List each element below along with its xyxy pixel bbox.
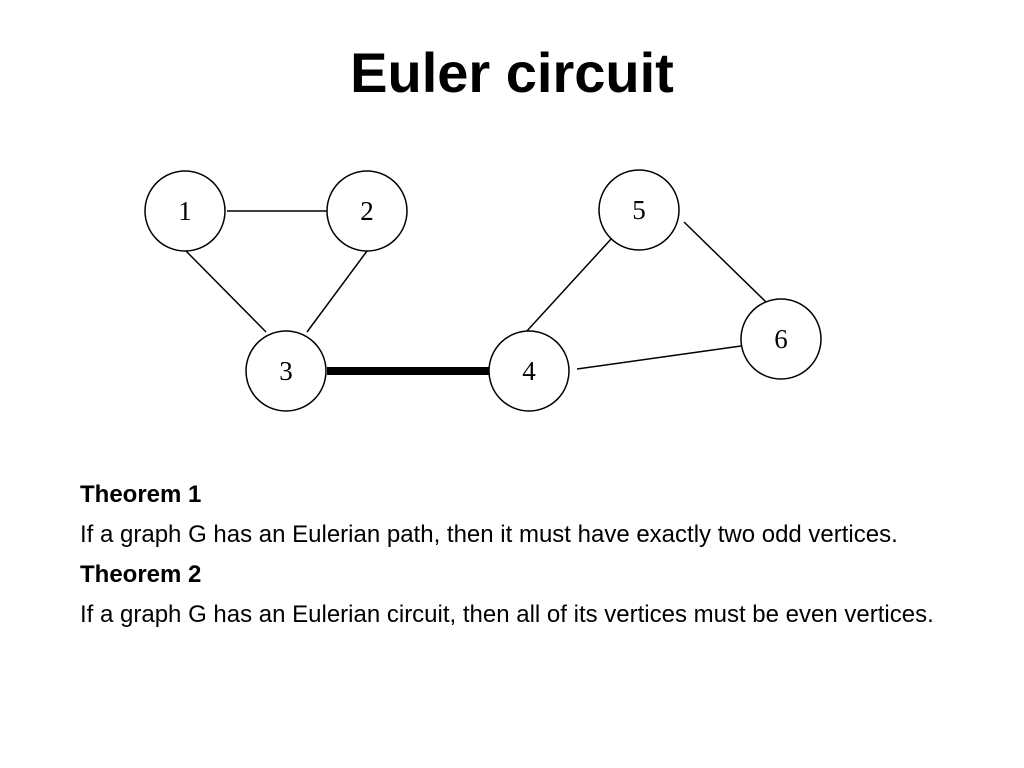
node-6-label: 6 <box>774 324 788 354</box>
node-5: 5 <box>598 169 680 251</box>
node-5-label: 5 <box>632 195 646 225</box>
edge-4-5 <box>525 237 613 333</box>
theorem-1: Theorem 1 If a graph G has an Eulerian p… <box>80 478 1000 552</box>
node-2-label: 2 <box>360 196 374 226</box>
node-6: 6 <box>740 298 822 380</box>
node-3: 3 <box>245 330 327 412</box>
slide-title: Euler circuit <box>350 41 674 104</box>
theorem-2-heading: Theorem 2 <box>80 561 202 588</box>
edge-1-3 <box>185 250 267 333</box>
theorem-2: Theorem 2 If a graph G has an Eulerian c… <box>80 558 1000 632</box>
edge-5-6 <box>683 221 767 303</box>
node-3-label: 3 <box>279 356 293 386</box>
theorem-1-text: If a graph G has an Eulerian path, then … <box>80 521 898 548</box>
node-4-label: 4 <box>522 356 536 386</box>
edge-4-6 <box>576 345 742 370</box>
edge-2-3 <box>306 250 368 333</box>
node-4: 4 <box>488 330 570 412</box>
node-1: 1 <box>144 170 226 252</box>
node-2: 2 <box>326 170 408 252</box>
theorem-1-heading: Theorem 1 <box>80 481 202 508</box>
theorems-section: Theorem 1 If a graph G has an Eulerian p… <box>80 478 1000 632</box>
theorem-2-text: If a graph G has an Eulerian circuit, th… <box>80 601 934 628</box>
node-1-label: 1 <box>178 196 192 226</box>
